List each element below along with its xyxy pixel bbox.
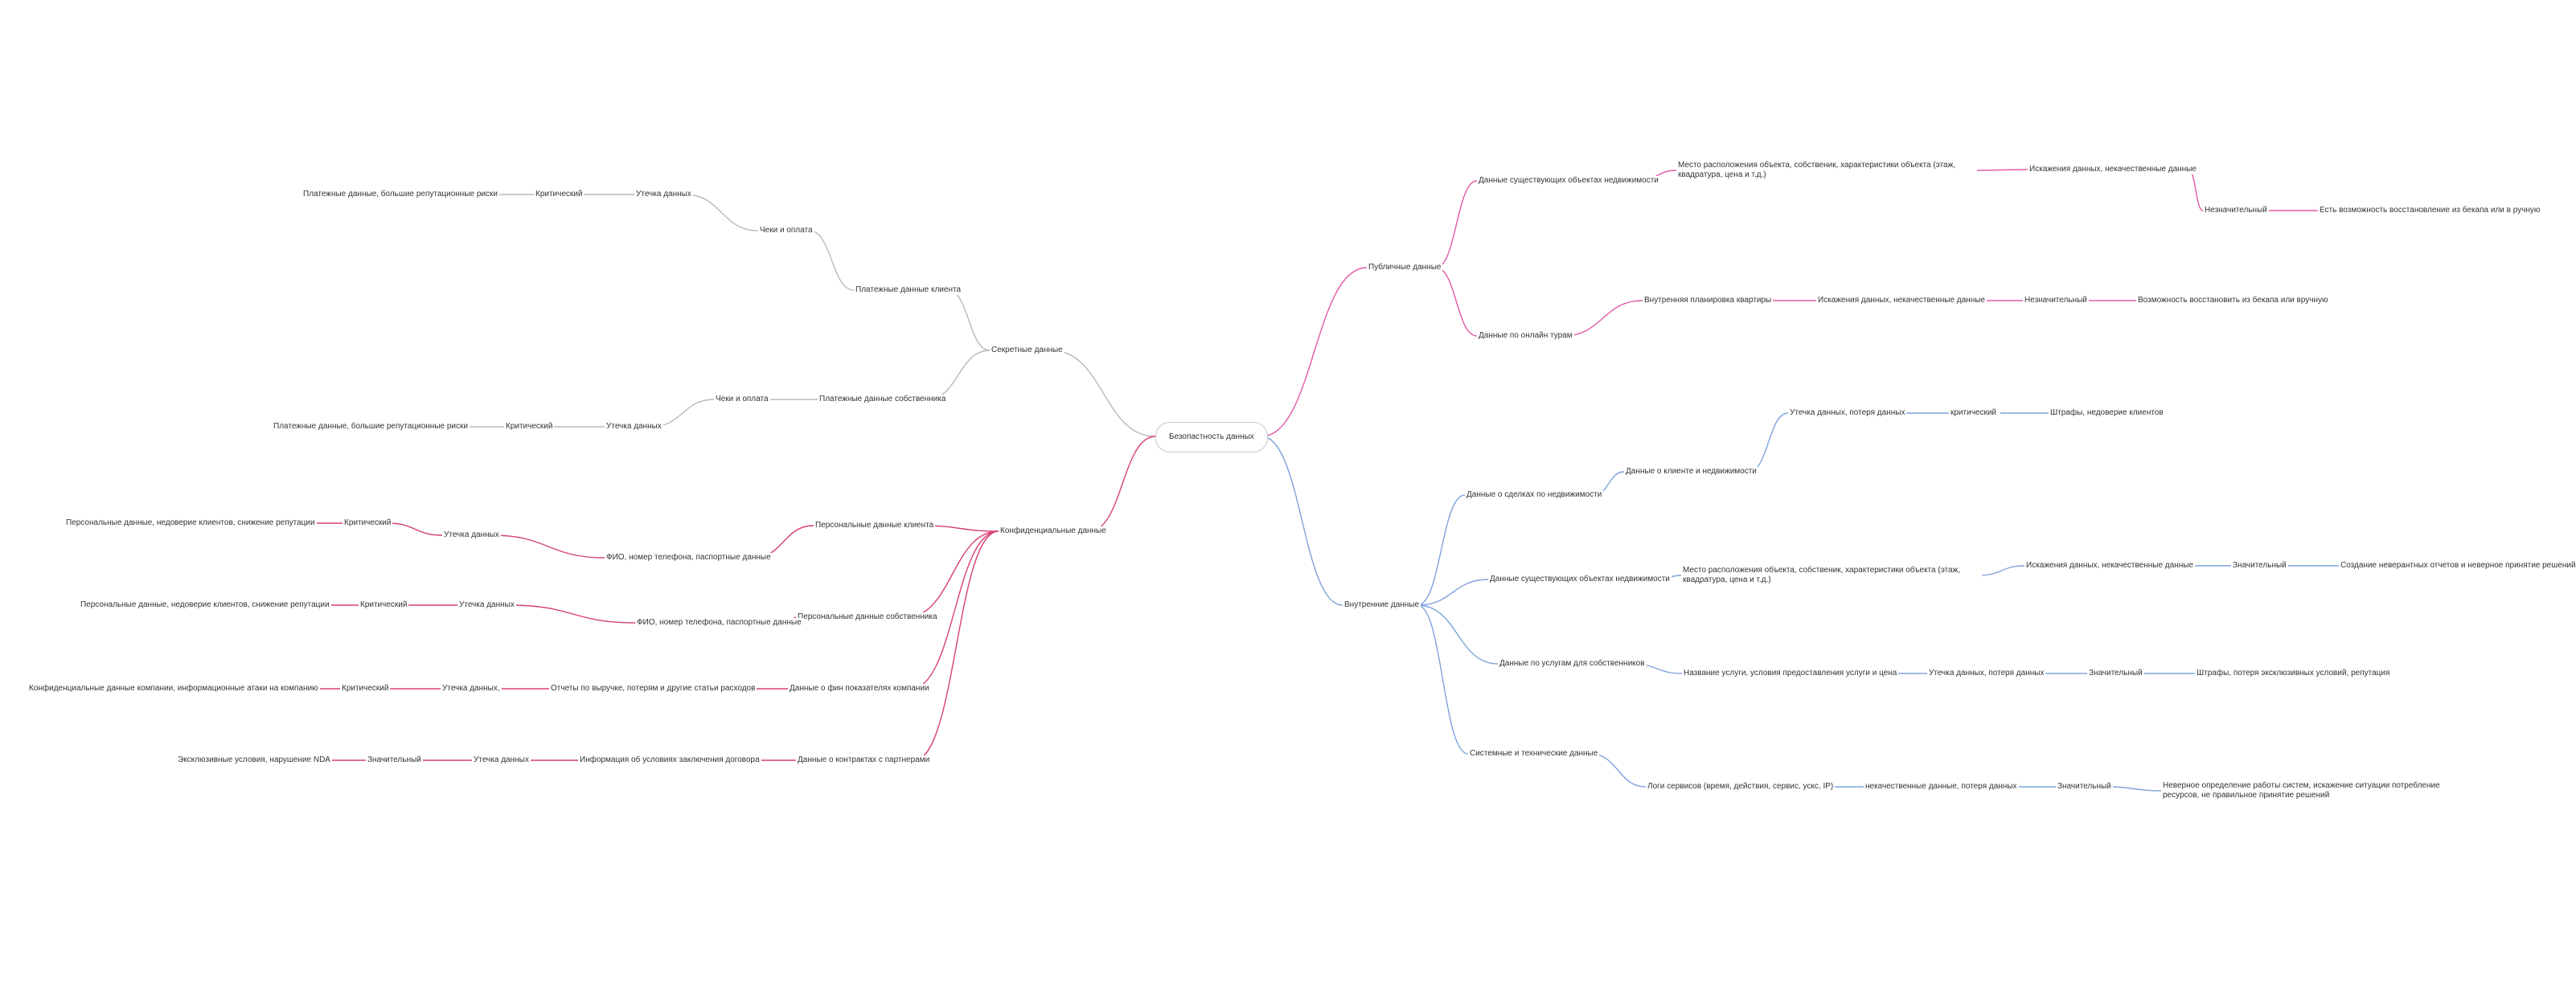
node-internal-services[interactable]: Данные по услугам для собственников xyxy=(1498,659,1647,669)
node-secret-checks-2[interactable]: Чеки и оплата xyxy=(714,395,770,404)
connector-line xyxy=(1417,494,1466,606)
connector-line xyxy=(510,604,636,624)
node-public-insignificant-2[interactable]: Незначительный xyxy=(2023,296,2089,305)
node-conf-desc-1[interactable]: Персональные данные, недоверие клиентов,… xyxy=(64,518,317,528)
connector-line xyxy=(947,289,991,351)
connector-line xyxy=(905,530,999,618)
node-public-layout[interactable]: Внутренняя планировка квартиры xyxy=(1643,296,1774,305)
node-conf-leak-3[interactable]: Утечка данных, xyxy=(441,684,502,694)
connector-line xyxy=(684,194,759,231)
root-node[interactable]: Безопастность данных xyxy=(1155,422,1268,452)
connector-line xyxy=(2106,786,2162,792)
node-secret-client-payment[interactable]: Платежные данные клиента xyxy=(854,285,963,295)
node-confidential[interactable]: Конфиденциальные данные xyxy=(999,526,1108,536)
node-conf-reports[interactable]: Отчеты по выручке, потерям и другие стат… xyxy=(549,684,757,694)
node-public-restore-2[interactable]: Возможность восстановить из бекапа или в… xyxy=(2136,296,2330,305)
connector-line xyxy=(926,350,991,400)
connector-line xyxy=(1435,267,1478,337)
connector-line xyxy=(1261,267,1368,437)
node-conf-critical-1[interactable]: Критический xyxy=(343,518,393,528)
node-internal-critical-1[interactable]: критический xyxy=(1949,408,1999,418)
node-secret-desc-2[interactable]: Платежные данные, большие репутационные … xyxy=(272,422,470,432)
connector-line xyxy=(1589,753,1647,788)
node-conf-client-pd[interactable]: Персональные данные клиента xyxy=(814,521,936,530)
node-secret[interactable]: Секретные данные xyxy=(990,346,1064,355)
connector-line xyxy=(910,530,999,690)
node-internal-service-name[interactable]: Название услуги, условия предоставления … xyxy=(1682,669,1899,678)
node-conf-critical-2[interactable]: Критический xyxy=(359,600,409,610)
node-public-tours[interactable]: Данные по онлайн турам xyxy=(1477,331,1574,341)
node-conf-desc-3[interactable]: Конфиденциальные данные компании, информ… xyxy=(27,684,320,694)
node-internal-significant-3[interactable]: Значительный xyxy=(2056,782,2113,792)
node-internal-fines-2[interactable]: Штрафы, потеря эксклюзивных условий, реп… xyxy=(2195,669,2392,678)
connector-line xyxy=(1089,436,1156,532)
node-conf-leak-1[interactable]: Утечка данных xyxy=(442,530,501,540)
node-secret-desc-1[interactable]: Платежные данные, большие репутационные … xyxy=(301,190,499,199)
connector-line xyxy=(1417,604,1469,755)
connector-line xyxy=(809,230,855,291)
node-conf-leak-4[interactable]: Утечка данных xyxy=(472,755,531,765)
connector-line xyxy=(1261,436,1343,606)
node-public-objects[interactable]: Данные существующих объектах недвижимост… xyxy=(1477,176,1660,186)
connector-line xyxy=(491,534,605,559)
node-internal-distort[interactable]: Искажения данных, некачественные данные xyxy=(2024,561,2195,571)
node-internal-client-realty[interactable]: Данные о клиенте и недвижимости xyxy=(1624,467,1758,477)
node-conf-fio-2[interactable]: ФИО, номер телефона, паспортные данные xyxy=(635,618,803,628)
node-internal-objects[interactable]: Данные существующих объектах недвижимост… xyxy=(1488,575,1672,584)
node-conf-fin[interactable]: Данные о фин показателях компании xyxy=(788,684,931,694)
node-conf-desc-2[interactable]: Персональные данные, недоверие клиентов,… xyxy=(79,600,331,610)
node-secret-leak-2[interactable]: Утечка данных xyxy=(605,422,663,432)
node-internal-leak-2[interactable]: Утечка данных, потеря данных xyxy=(1927,669,2046,678)
node-internal-significant-2[interactable]: Значительный xyxy=(2087,669,2144,678)
node-internal-leak-1[interactable]: Утечка данных, потеря данных xyxy=(1788,408,1907,418)
node-secret-checks-1[interactable]: Чеки и оплата xyxy=(758,226,814,235)
node-internal-system[interactable]: Системные и технические данные xyxy=(1468,749,1600,759)
connector-line xyxy=(1748,412,1789,473)
node-public-restore-1[interactable]: Есть возможность восстановление из бекап… xyxy=(2318,206,2542,215)
node-public-insignificant-1[interactable]: Незначительный xyxy=(2203,206,2269,215)
connector-line xyxy=(1978,565,2025,576)
node-conf-fio-1[interactable]: ФИО, номер телефона, паспортные данные xyxy=(605,553,773,563)
connector-line xyxy=(1562,300,1643,337)
connector-line xyxy=(1435,180,1478,268)
node-internal-significant-1[interactable]: Значительный xyxy=(2231,561,2288,571)
node-secret-leak-1[interactable]: Утечка данных xyxy=(634,190,693,199)
node-conf-owner-pd[interactable]: Персональные данные собственника xyxy=(796,612,939,622)
node-secret-owner-payment[interactable]: Платежные данные собственника xyxy=(818,395,948,404)
node-public[interactable]: Публичные данные xyxy=(1367,263,1443,272)
node-internal-low-quality[interactable]: некачественные данные, потеря данных xyxy=(1864,782,2019,792)
node-internal-fines-1[interactable]: Штрафы, недоверие клиентов xyxy=(2049,408,2165,418)
connector-line xyxy=(388,522,443,536)
node-public-distort-2[interactable]: Искажения данных, некачественные данные xyxy=(1816,296,1987,305)
node-internal-logs[interactable]: Логи сервисов (время, действия, сервис, … xyxy=(1646,782,1836,792)
node-conf-significant-4[interactable]: Значительный xyxy=(366,755,423,765)
connector-line xyxy=(1417,579,1489,606)
node-conf-desc-4[interactable]: Эксклюзивные условия, нарушение NDA xyxy=(176,755,332,765)
connector-line xyxy=(2188,169,2204,211)
node-internal-reports[interactable]: Создание неверантных отчетов и неверное … xyxy=(2339,561,2576,571)
connector-line xyxy=(913,530,999,761)
node-internal-deals[interactable]: Данные о сделках по недвижимости xyxy=(1465,490,1604,500)
node-internal[interactable]: Внутренние данные xyxy=(1343,600,1421,610)
node-internal-location[interactable]: Место расположения объекта, собственик, … xyxy=(1681,566,1982,585)
node-conf-critical-3[interactable]: Критический xyxy=(340,684,391,694)
node-conf-leak-2[interactable]: Утечка данных xyxy=(457,600,516,610)
node-conf-contracts[interactable]: Данные о контрактах с партнерами xyxy=(796,755,932,765)
node-secret-critical-2[interactable]: Критический xyxy=(504,422,555,432)
node-public-distort-1[interactable]: Искажения данных, некачественные данные xyxy=(2028,165,2198,174)
connector-line xyxy=(1417,604,1499,665)
node-conf-info[interactable]: Информация об условиях заключения догово… xyxy=(578,755,761,765)
node-public-location[interactable]: Место расположения объекта, собственик, … xyxy=(1676,161,1977,180)
connector-line xyxy=(1051,350,1156,437)
node-secret-critical-1[interactable]: Критический xyxy=(534,190,585,199)
node-internal-wrong-decisions[interactable]: Неверное определение работы систем, иска… xyxy=(2161,781,2466,800)
